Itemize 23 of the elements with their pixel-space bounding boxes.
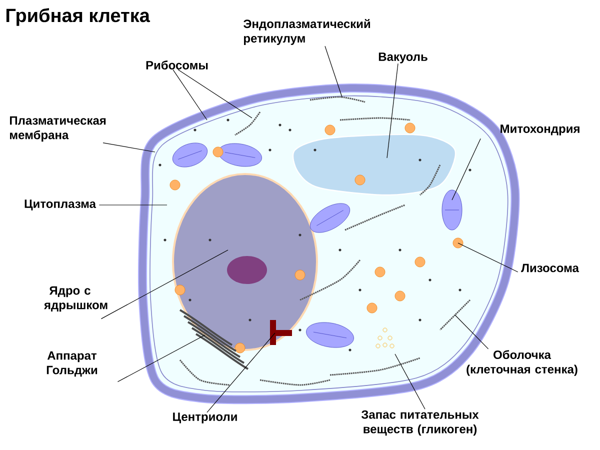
part-label: Плазматическая мембрана (10, 116, 106, 142)
title: Грибная клетка (6, 8, 150, 26)
part-label: Оболочка (клеточная стенка) (466, 350, 578, 376)
leader-line (386, 63, 398, 158)
part-label: Вакуоль (378, 52, 428, 64)
leader-line (98, 204, 168, 206)
leader-line (117, 334, 206, 382)
leader-line (102, 142, 156, 152)
part-label: Лизосома (521, 264, 580, 272)
leader-line (394, 354, 426, 410)
leader-line (324, 46, 342, 98)
part-label: Митохондрия (500, 124, 580, 136)
part-label: Центриоли (173, 412, 237, 424)
leader-line (100, 250, 228, 320)
part-label: Запас питательных веществ (гликоген) (361, 410, 479, 436)
leader-line (452, 138, 481, 200)
part-label: Ядро с ядрышком (44, 286, 108, 312)
part-label: Цитоплазма (24, 200, 96, 210)
part-label: Аппарат Гольджи (46, 351, 98, 377)
part-label: Эндоплазматический ретикулум (244, 19, 370, 45)
leader-line (172, 69, 208, 120)
part-label: Рибосомы (146, 60, 208, 70)
leader-line (178, 69, 252, 118)
